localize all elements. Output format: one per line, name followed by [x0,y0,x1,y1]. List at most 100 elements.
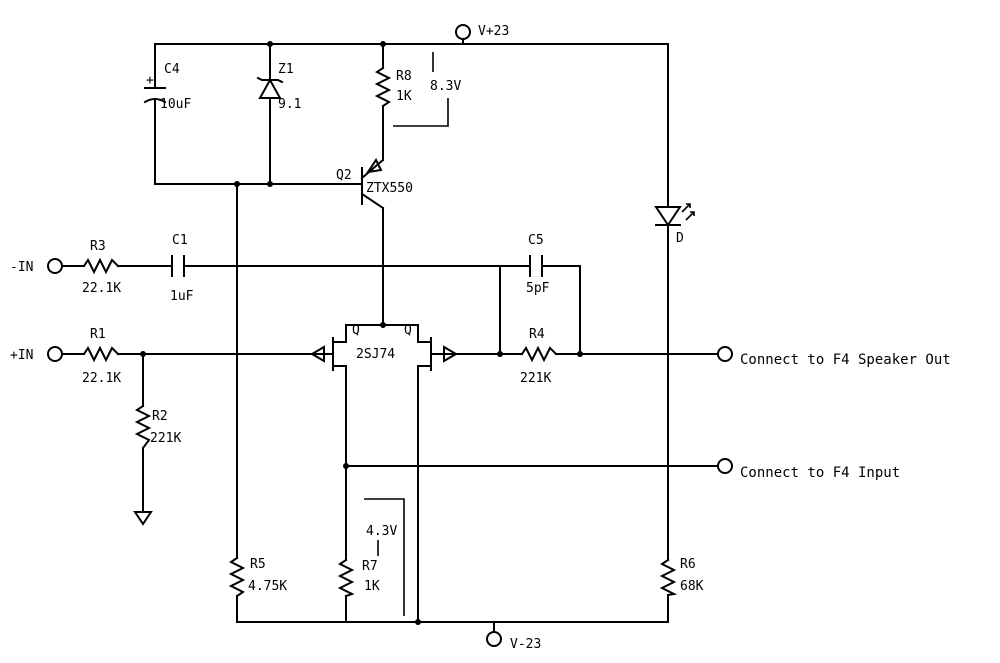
f4-input-label: Connect to F4 Input [740,465,900,481]
resistor-r5: R5 4.75K [228,556,287,598]
c4-value: 10uF [160,97,191,112]
r3-value: 22.1K [82,281,121,296]
jfet-right-leads [417,341,432,367]
jfet-left-q-label: Q [352,323,360,338]
r8-value: 1K [396,89,412,104]
c4-ref: C4 [164,62,180,77]
r7-zigzag [337,558,355,598]
capacitor-c5: C5 5pF [526,233,550,296]
r7-voltage-bracket [364,498,405,616]
z1-triangle [258,77,282,99]
c5-value: 5pF [526,281,550,296]
junction-dot [497,351,503,357]
zener-z1: Z1 9.1 [256,62,301,112]
f4-input-terminal [717,458,733,474]
r6-zigzag [659,558,678,597]
vpos-terminal [455,24,471,40]
resistor-r2: R2 221K [134,404,181,450]
junction-dot [343,463,349,469]
transistor-q2: Q2 ZTX550 [336,158,413,210]
q2-emitter-leg [360,158,385,180]
resistor-r3: R3 22.1K [82,239,121,296]
junction-dot [380,41,386,47]
q2-ref: Q2 [336,168,352,183]
led-light-arrow [681,203,691,213]
c5-ref: C5 [528,233,544,248]
jfet-right-q-label: Q [404,323,412,338]
c1-plates [171,255,185,277]
junction-dot [415,619,421,625]
z1-bar [256,76,284,84]
c1-ref: C1 [172,233,188,248]
r2-zigzag [134,404,152,450]
neg-in-label: -IN [10,260,33,275]
capacitor-c4: + C4 10uF [143,62,191,112]
vneg-terminal [486,631,502,647]
junction-dot [267,181,273,187]
jfet-pair-2sj74: Q Q 2SJ74 [309,323,459,371]
c1-value: 1uF [170,289,194,304]
r8-zigzag [374,66,392,108]
q2-emitter-arrow [365,158,383,174]
r7-voltage-label: 4.3V [366,524,397,539]
ground-symbol [133,511,153,526]
c4-plus-mark: + [146,73,154,88]
z1-value: 9.1 [278,97,301,112]
r1-ref: R1 [90,327,106,342]
led-light-arrow [685,211,695,221]
r8-ref: R8 [396,69,412,84]
pos-in-label: +IN [10,348,33,363]
led-triangle [654,206,682,227]
junction-dot [380,322,386,328]
vneg-label: V-23 [510,637,541,652]
resistor-r8: R8 1K [374,66,412,108]
pos-in-terminal [47,346,63,362]
led-ref: D [676,231,684,246]
r6-ref: R6 [680,557,696,572]
c5-plates [529,255,543,277]
r1-zigzag [82,345,120,363]
z1-ref: Z1 [278,62,294,77]
resistor-r6: R6 68K [659,557,704,597]
r3-zigzag [82,257,120,275]
neg-in-terminal [47,258,63,274]
vpos-label: V+23 [478,24,509,39]
r1-value: 22.1K [82,371,121,386]
r4-zigzag [520,345,558,363]
r5-zigzag [228,556,246,598]
wires [61,39,719,633]
resistor-r7: R7 1K [337,558,380,598]
r8-voltage-annotation: 8.3V [393,52,461,127]
r3-ref: R3 [90,239,106,254]
jfet-value: 2SJ74 [356,347,395,362]
junctions [140,41,583,625]
jfet-right-gate-arrow [443,345,458,363]
q2-collector-leg [360,192,385,210]
resistor-r4: R4 221K [520,327,558,386]
r5-ref: R5 [250,557,266,572]
junction-dot [267,41,273,47]
r8-voltage-label: 8.3V [430,79,461,94]
led-d: D [654,203,695,246]
speaker-out-label: Connect to F4 Speaker Out [740,352,951,368]
junction-dot [140,351,146,357]
speaker-out-terminal [717,346,733,362]
r2-ref: R2 [152,409,168,424]
junction-dot [234,181,240,187]
jfet-left-leads [332,341,347,367]
c4-plate-curved [143,98,167,104]
q2-value: ZTX550 [366,181,413,196]
r4-ref: R4 [529,327,545,342]
r8-voltage-bracket [393,98,449,127]
junction-dot [577,351,583,357]
r5-value: 4.75K [248,579,287,594]
r4-value: 221K [520,371,551,386]
r2-value: 221K [150,431,181,446]
jfet-left-gate-arrow [310,345,325,363]
capacitor-c1: C1 1uF [170,233,194,304]
r7-voltage-annotation: 4.3V [364,498,405,616]
c5-right-wire [541,265,581,355]
r6-value: 68K [680,579,704,594]
